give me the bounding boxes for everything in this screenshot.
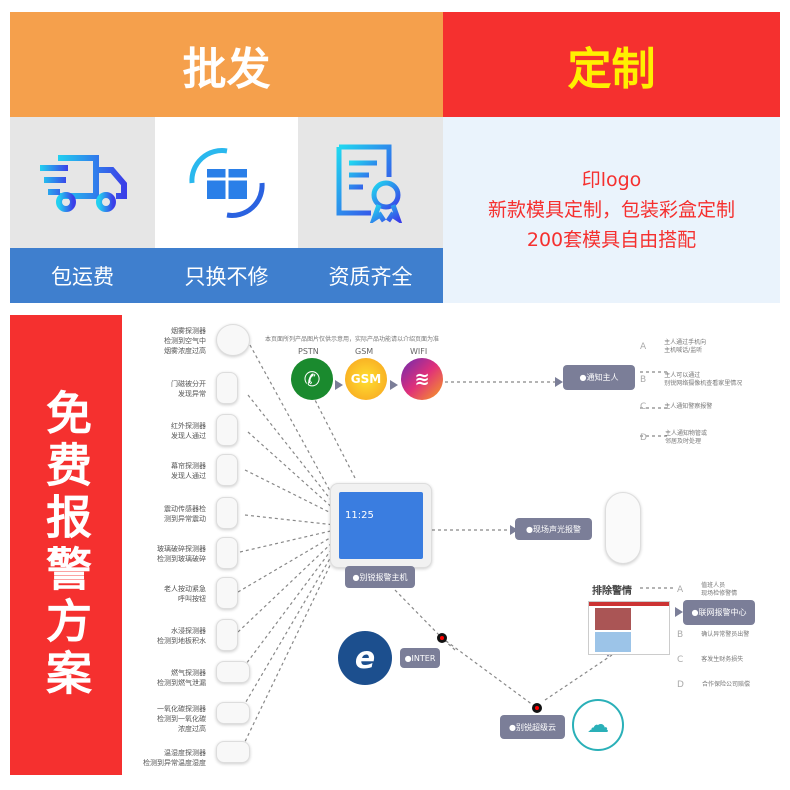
benefit-qualified: 资质齐全 bbox=[298, 248, 443, 303]
option-key: B bbox=[677, 630, 684, 640]
channel-wifi-label: WIFI bbox=[410, 347, 428, 356]
sensor-label: 一氧化碳探测器 检测到一氧化碳 浓度过高 bbox=[157, 705, 206, 733]
custom-title: 定制 bbox=[567, 43, 656, 95]
sensor-device-icon bbox=[216, 414, 238, 446]
sensor-device-icon bbox=[216, 661, 250, 683]
siren-device bbox=[605, 492, 641, 564]
option-key: A bbox=[677, 585, 684, 595]
benefit-free-shipping: 包运费 bbox=[10, 248, 155, 303]
inter-tag: ●INTER bbox=[400, 648, 440, 668]
panel-time: 11:25 bbox=[339, 492, 423, 559]
exclude-alarm-label: 排除警情 bbox=[592, 586, 632, 597]
monitoring-screenshot bbox=[588, 601, 670, 655]
channel-pstn-label: PSTN bbox=[298, 347, 319, 356]
cloud-tag: ●别锐超级云 bbox=[500, 715, 565, 739]
option-item: C 主人通知警察报警 bbox=[640, 402, 712, 412]
sensor-label: 红外探测器 发现人通过 bbox=[171, 422, 206, 440]
custom-line: 印logo bbox=[581, 169, 642, 191]
disclaimer-text: 本页面所列产品图片仅供示意用，实际产品功能请以介绍页面为准 bbox=[265, 336, 440, 343]
option-key: A bbox=[640, 342, 647, 352]
option-key: C bbox=[640, 402, 647, 412]
wholesale-title: 批发 bbox=[182, 43, 271, 95]
sensor-device-icon bbox=[216, 497, 238, 529]
benefit-exchange: 只换不修 bbox=[155, 248, 298, 303]
side-title-text: 免费报警方案 bbox=[39, 389, 93, 701]
option-key: D bbox=[677, 680, 684, 690]
host-tag: ●别锐报警主机 bbox=[345, 566, 415, 588]
option-item: A 主人通过手机向 主机喊话/监听 bbox=[640, 339, 706, 355]
internet-icon: e bbox=[338, 631, 392, 685]
alarm-center-tag: ●联网报警中心 bbox=[683, 600, 755, 625]
gsm-icon: GSM bbox=[345, 358, 387, 400]
phone-icon: ✆ bbox=[291, 358, 333, 400]
benefit-label: 包运费 bbox=[51, 264, 114, 289]
benefit-label: 资质齐全 bbox=[328, 264, 413, 289]
sensor-device-icon bbox=[216, 324, 250, 356]
custom-line: 200套模具自由搭配 bbox=[526, 229, 697, 251]
option-item: B 确认异常警员出警 bbox=[677, 630, 749, 640]
sensor-device-icon bbox=[216, 619, 238, 651]
option-text: 主人可以通过 别锐网络摄像机查看家里情况 bbox=[664, 372, 743, 387]
channel-gsm-label: GSM bbox=[355, 347, 374, 356]
sensor-label: 震动传感器检 测到异常震动 bbox=[164, 505, 206, 523]
sensor-device-icon bbox=[216, 577, 238, 609]
option-text: 客发生财务损失 bbox=[701, 656, 744, 663]
siren-tag: ●现场声光报警 bbox=[515, 518, 592, 540]
sensor-label: 温湿度探测器 检测到异常温度湿度 bbox=[143, 749, 206, 767]
alarm-panel: 11:25 bbox=[330, 483, 432, 568]
sensor-label: 老人按动紧急 呼叫按钮 bbox=[164, 585, 206, 603]
sensor-device-icon bbox=[216, 454, 238, 486]
option-item: B 主人可以通过 别锐网络摄像机查看家里情况 bbox=[640, 372, 742, 388]
option-text: 主人通知警察报警 bbox=[664, 403, 713, 410]
option-text: 合作保险公司赔偿 bbox=[701, 681, 750, 688]
sensor-label: 水浸探测器 检测到地板积水 bbox=[157, 627, 206, 645]
sensor-device-icon bbox=[216, 537, 238, 569]
sensor-label: 幕帘探测器 发现人通过 bbox=[171, 462, 206, 480]
custom-line: 新款模具定制，包装彩盒定制 bbox=[487, 199, 735, 221]
sensor-device-icon bbox=[216, 702, 250, 724]
option-item: D 主人通知物管或 邻居及时处理 bbox=[640, 430, 707, 446]
custom-header: 定制 bbox=[443, 12, 780, 117]
option-text: 主人通过手机向 主机喊话/监听 bbox=[664, 339, 707, 354]
option-key: C bbox=[677, 655, 684, 665]
benefit-label: 只换不修 bbox=[184, 264, 269, 289]
sensor-device-icon bbox=[216, 741, 250, 763]
exchange-box-icon bbox=[155, 117, 298, 248]
option-text: 值班人员 现场检修警情 bbox=[701, 582, 738, 597]
wholesale-header: 批发 bbox=[10, 12, 443, 117]
sensor-label: 玻璃破碎探测器 检测到玻璃破碎 bbox=[157, 545, 206, 563]
certificate-icon bbox=[298, 117, 443, 248]
option-item: A 值班人员 现场检修警情 bbox=[677, 582, 737, 598]
truck-icon bbox=[10, 117, 155, 248]
side-title: 免费报警方案 bbox=[10, 315, 122, 775]
gsm-logo-text: GSM bbox=[350, 372, 382, 386]
option-item: C 客发生财务损失 bbox=[677, 655, 743, 665]
custom-panel: 印logo 新款模具定制，包装彩盒定制 200套模具自由搭配 bbox=[443, 117, 780, 303]
wifi-icon: ≋ bbox=[401, 358, 443, 400]
sensor-label: 燃气探测器 检测到燃气泄漏 bbox=[157, 669, 206, 687]
option-key: D bbox=[640, 433, 647, 443]
option-key: B bbox=[640, 375, 647, 385]
sensor-label: 门磁被分开 发现异常 bbox=[171, 380, 206, 398]
option-item: D 合作保险公司赔偿 bbox=[677, 680, 750, 690]
option-text: 主人通知物管或 邻居及时处理 bbox=[664, 430, 707, 445]
option-text: 确认异常警员出警 bbox=[701, 631, 750, 638]
notify-owner-tag: ●通知主人 bbox=[563, 365, 635, 390]
cloud-icon: ☁ bbox=[572, 699, 624, 751]
sensor-label: 烟雾探测器 检测到空气中 烟雾浓度过高 bbox=[164, 327, 206, 355]
sensor-device-icon bbox=[216, 372, 238, 404]
